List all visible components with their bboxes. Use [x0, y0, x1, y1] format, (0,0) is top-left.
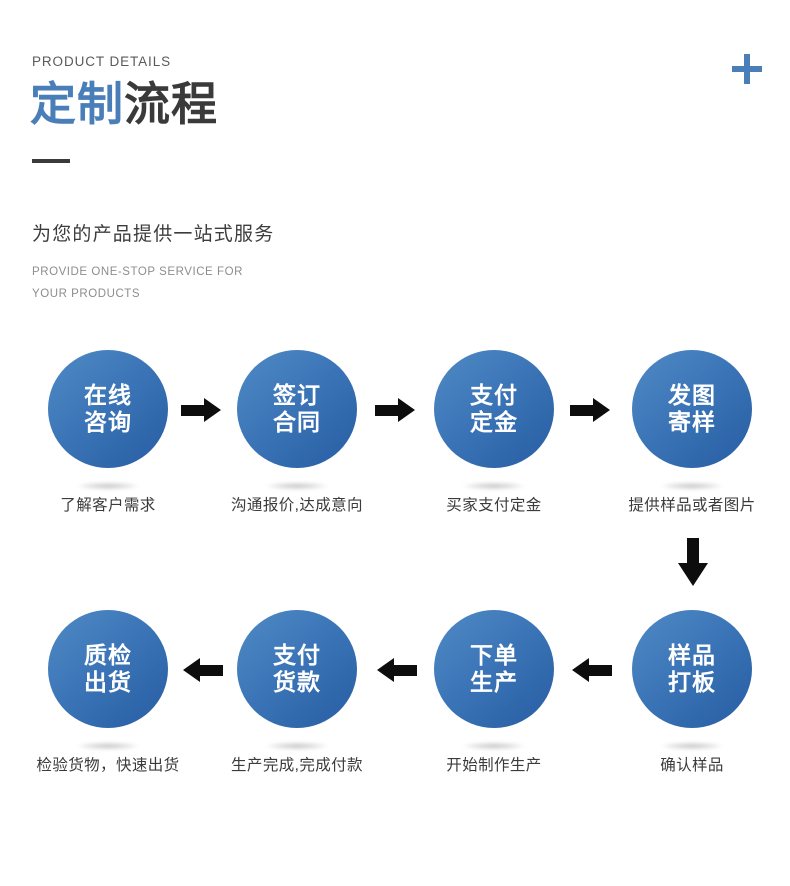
- arrow-shaft: [393, 665, 417, 676]
- flow-step-6-bubble[interactable]: 下单 生产: [434, 610, 554, 728]
- flow-step-3-line-1: 支付: [470, 382, 518, 409]
- flow-step-6-shadow: [463, 742, 525, 750]
- flow-step-5-shadow: [661, 742, 723, 750]
- arrow-shaft: [181, 405, 205, 416]
- flow-step-7-caption: 生产完成,完成付款: [231, 757, 363, 774]
- page-title-rest: 流程: [124, 78, 218, 130]
- flow-row-2: 质检 出货 检验货物，快速出货 支付 货款 生产完成,完成付款: [0, 590, 790, 780]
- arrow-shaft: [570, 405, 594, 416]
- flow-step-7-line-1: 支付: [273, 642, 321, 669]
- subtitle-english-line-2: YOUR PRODUCTS: [32, 288, 141, 300]
- flow-step-3[interactable]: 支付 定金 买家支付定金: [396, 330, 592, 514]
- arrow-left-icon-2: [375, 658, 417, 682]
- flow-step-6[interactable]: 下单 生产 开始制作生产: [396, 590, 592, 774]
- arrow-head: [572, 658, 589, 682]
- subtitle-english-line-1: PROVIDE ONE-STOP SERVICE FOR: [32, 266, 243, 278]
- flow-step-3-shadow: [463, 482, 525, 490]
- flow-step-7[interactable]: 支付 货款 生产完成,完成付款: [199, 590, 395, 774]
- arrow-left-icon-1: [181, 658, 223, 682]
- arrow-shaft: [588, 665, 612, 676]
- flow-step-5-bubble[interactable]: 样品 打板: [632, 610, 752, 728]
- arrow-head: [593, 398, 610, 422]
- plus-icon: [732, 54, 762, 84]
- arrow-shaft: [199, 665, 223, 676]
- flow-step-5-caption: 确认样品: [660, 757, 724, 774]
- flow-step-7-bubble[interactable]: 支付 货款: [237, 610, 357, 728]
- subtitle-english: PROVIDE ONE-STOP SERVICE FOR YOUR PRODUC…: [32, 261, 243, 305]
- arrow-head: [398, 398, 415, 422]
- arrow-right-icon-2: [375, 398, 417, 422]
- flow-step-2-line-1: 签订: [273, 382, 321, 409]
- flow-step-2[interactable]: 签订 合同 沟通报价,达成意向: [199, 330, 395, 514]
- subtitle-chinese: 为您的产品提供一站式服务: [32, 224, 275, 245]
- arrow-left-icon-3: [570, 658, 612, 682]
- process-flow-diagram: 在线 咨询 了解客户需求 签订 合同 沟通报价,达成意向: [0, 330, 790, 774]
- flow-step-8[interactable]: 质检 出货 检验货物，快速出货: [10, 590, 206, 774]
- flow-step-1[interactable]: 在线 咨询 了解客户需求: [10, 330, 206, 514]
- arrow-head: [678, 563, 708, 586]
- flow-step-4-bubble[interactable]: 发图 寄样: [632, 350, 752, 468]
- flow-step-8-line-2: 出货: [84, 669, 132, 695]
- flow-step-1-bubble[interactable]: 在线 咨询: [48, 350, 168, 468]
- flow-row-1: 在线 咨询 了解客户需求 签订 合同 沟通报价,达成意向: [0, 330, 790, 586]
- flow-step-4-shadow: [661, 482, 723, 490]
- flow-step-7-line-2: 货款: [273, 669, 321, 695]
- flow-step-2-caption: 沟通报价,达成意向: [231, 497, 363, 514]
- page-title: 定制流程: [30, 78, 218, 131]
- flow-step-6-line-2: 生产: [470, 669, 518, 695]
- flow-step-4-caption: 提供样品或者图片: [628, 497, 756, 514]
- flow-step-3-bubble[interactable]: 支付 定金: [434, 350, 554, 468]
- flow-step-2-shadow: [266, 482, 328, 490]
- arrow-right-icon-1: [181, 398, 223, 422]
- flow-step-6-caption: 开始制作生产: [446, 757, 542, 774]
- arrow-right-icon-3: [570, 398, 612, 422]
- arrow-head: [204, 398, 221, 422]
- eyebrow-label: PRODUCT DETAILS: [32, 54, 172, 69]
- arrow-shaft: [687, 538, 699, 564]
- flow-step-8-caption: 检验货物，快速出货: [36, 757, 180, 774]
- page-header: PRODUCT DETAILS 定制流程 为您的产品提供一站式服务 PROVID…: [0, 0, 790, 320]
- flow-step-1-shadow: [77, 482, 139, 490]
- flow-step-2-line-2: 合同: [273, 409, 321, 435]
- flow-step-5-line-1: 样品: [668, 642, 716, 669]
- flow-step-6-line-1: 下单: [470, 642, 518, 669]
- flow-step-4[interactable]: 发图 寄样 提供样品或者图片: [594, 330, 790, 514]
- title-divider: [32, 159, 70, 163]
- flow-step-1-line-2: 咨询: [84, 409, 132, 435]
- flow-step-1-caption: 了解客户需求: [60, 497, 156, 514]
- flow-step-1-line-1: 在线: [84, 382, 132, 409]
- flow-step-4-line-2: 寄样: [668, 409, 716, 435]
- flow-step-7-shadow: [266, 742, 328, 750]
- arrow-shaft: [375, 405, 399, 416]
- arrow-head: [183, 658, 200, 682]
- page-title-accent: 定制: [30, 78, 124, 130]
- flow-step-5-line-2: 打板: [668, 669, 716, 695]
- flow-step-2-bubble[interactable]: 签订 合同: [237, 350, 357, 468]
- flow-step-4-line-1: 发图: [668, 382, 716, 409]
- flow-step-8-bubble[interactable]: 质检 出货: [48, 610, 168, 728]
- flow-step-3-line-2: 定金: [470, 409, 518, 435]
- arrow-head: [377, 658, 394, 682]
- flow-step-8-line-1: 质检: [84, 642, 132, 669]
- arrow-down-icon: [678, 538, 708, 586]
- flow-step-3-caption: 买家支付定金: [446, 497, 542, 514]
- flow-step-8-shadow: [77, 742, 139, 750]
- flow-step-5[interactable]: 样品 打板 确认样品: [594, 590, 790, 774]
